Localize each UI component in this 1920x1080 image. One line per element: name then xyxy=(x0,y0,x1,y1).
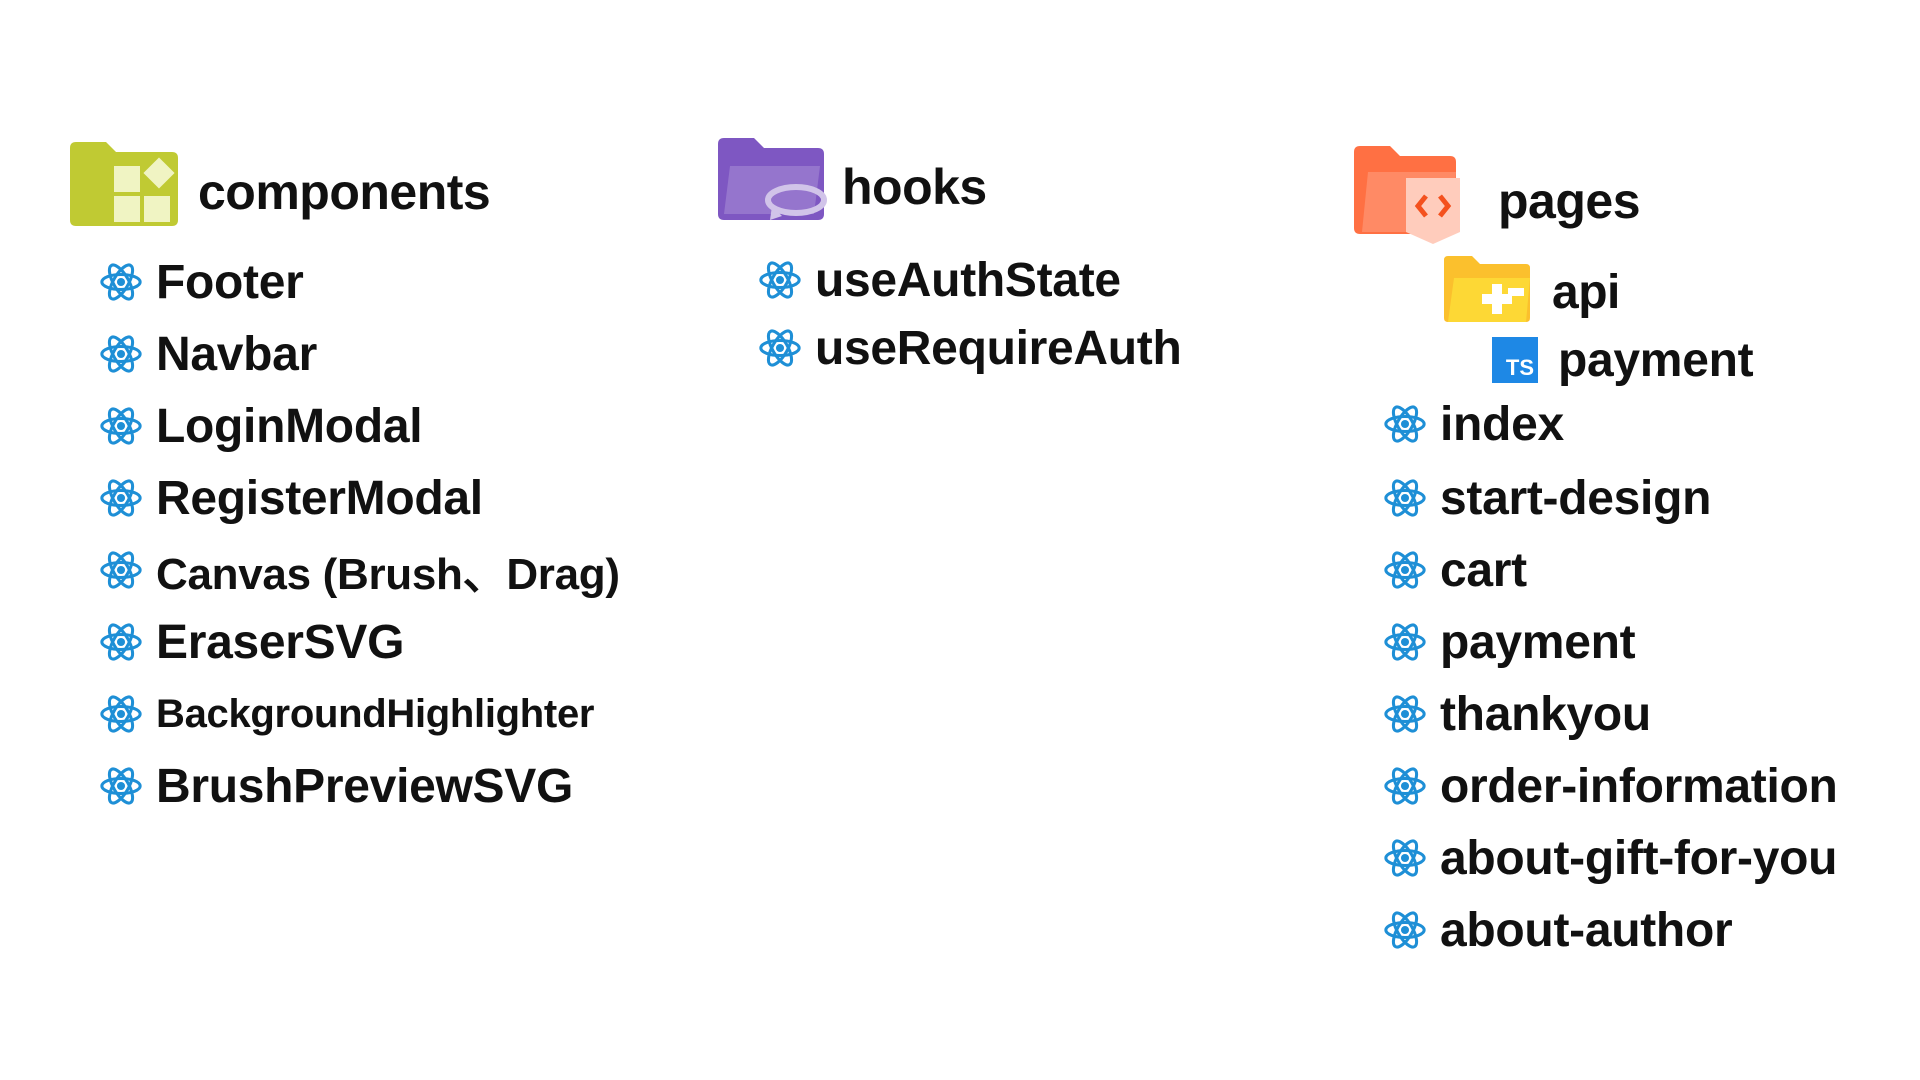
react-icon xyxy=(1382,691,1428,737)
api-folder-header[interactable]: api xyxy=(1442,254,1620,324)
components-column: components xyxy=(68,140,491,236)
list-item-label: Canvas (Brush、Drag) xyxy=(156,550,620,599)
react-icon xyxy=(98,547,144,593)
list-item[interactable]: cart xyxy=(1382,540,1527,600)
list-item-label: about-author xyxy=(1440,903,1733,957)
list-item[interactable]: Canvas (Brush、Drag) xyxy=(98,540,620,600)
list-item-label: start-design xyxy=(1440,471,1712,525)
hooks-column: hooks xyxy=(716,136,987,228)
list-item[interactable]: useAuthState xyxy=(757,250,1121,310)
list-item-label: index xyxy=(1440,397,1564,451)
hooks-folder-icon xyxy=(718,138,827,220)
components-folder-icon xyxy=(70,142,178,226)
list-item-label: Footer xyxy=(156,255,304,309)
react-icon xyxy=(98,691,144,737)
list-item[interactable]: Navbar xyxy=(98,324,317,384)
list-item-label: Navbar xyxy=(156,327,317,381)
react-icon xyxy=(98,475,144,521)
list-item-label: payment xyxy=(1440,615,1636,669)
react-icon xyxy=(757,257,803,303)
list-item[interactable]: EraserSVG xyxy=(98,612,404,672)
list-item-label: EraserSVG xyxy=(156,615,405,669)
list-item[interactable]: about-gift-for-you xyxy=(1382,828,1837,888)
list-item[interactable]: LoginModal xyxy=(98,396,423,456)
list-item[interactable]: useRequireAuth xyxy=(757,318,1182,378)
react-icon xyxy=(1382,401,1428,447)
list-item[interactable]: BrushPreviewSVG xyxy=(98,756,573,816)
list-item-label: thankyou xyxy=(1440,687,1651,741)
react-icon xyxy=(1382,475,1428,521)
react-icon xyxy=(1382,907,1428,953)
list-item[interactable]: RegisterModal xyxy=(98,468,483,528)
list-item-label: order-information xyxy=(1440,759,1838,813)
react-icon xyxy=(98,259,144,305)
list-item[interactable]: order-information xyxy=(1382,756,1838,816)
list-item-label: cart xyxy=(1440,543,1527,597)
react-icon xyxy=(98,331,144,377)
react-icon xyxy=(1382,835,1428,881)
react-icon xyxy=(98,763,144,809)
list-item[interactable]: thankyou xyxy=(1382,684,1651,744)
components-folder-title: components xyxy=(198,164,491,220)
react-icon xyxy=(1382,619,1428,665)
pages-folder-title: pages xyxy=(1498,173,1641,229)
hooks-folder-title: hooks xyxy=(842,159,987,215)
list-item-label: useRequireAuth xyxy=(815,321,1182,375)
list-item[interactable]: payment xyxy=(1382,612,1636,672)
react-icon xyxy=(1382,763,1428,809)
components-folder-header[interactable]: components xyxy=(68,140,491,236)
list-item[interactable]: index xyxy=(1382,394,1564,454)
pages-folder-icon xyxy=(1354,146,1460,244)
list-item[interactable]: about-author xyxy=(1382,900,1733,960)
list-item-label: RegisterModal xyxy=(156,471,483,525)
list-item-label: LoginModal xyxy=(156,399,423,453)
api-folder-title: api xyxy=(1552,265,1620,319)
api-folder-icon xyxy=(1444,256,1530,322)
api-file-item[interactable]: TS payment xyxy=(1492,330,1754,390)
pages-folder-header[interactable]: pages xyxy=(1352,144,1641,246)
list-item-label: about-gift-for-you xyxy=(1440,831,1838,885)
list-item[interactable]: Footer xyxy=(98,252,304,312)
list-item[interactable]: BackgroundHighlighter xyxy=(98,684,594,744)
typescript-icon: TS xyxy=(1492,337,1538,383)
list-item-label: useAuthState xyxy=(815,253,1121,307)
pages-column: pages xyxy=(1352,144,1641,246)
react-icon xyxy=(1382,547,1428,593)
list-item-label: BrushPreviewSVG xyxy=(156,759,574,813)
hooks-folder-header[interactable]: hooks xyxy=(716,136,987,228)
list-item-label: payment xyxy=(1558,333,1754,387)
ts-badge-label: TS xyxy=(1505,355,1534,380)
react-icon xyxy=(757,325,803,371)
react-icon xyxy=(98,403,144,449)
list-item[interactable]: start-design xyxy=(1382,468,1711,528)
react-icon xyxy=(98,619,144,665)
list-item-label: BackgroundHighlighter xyxy=(156,691,595,736)
